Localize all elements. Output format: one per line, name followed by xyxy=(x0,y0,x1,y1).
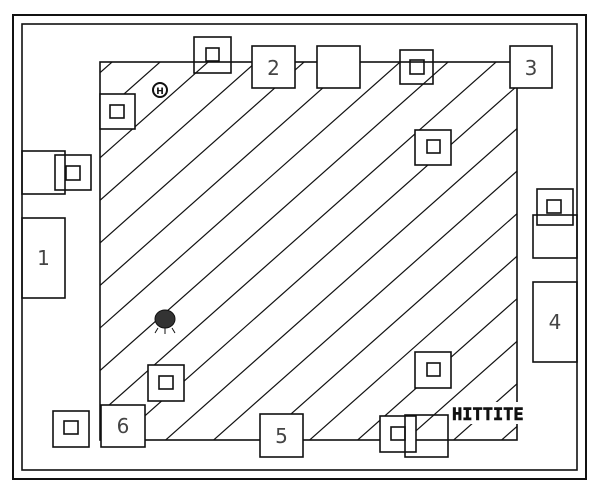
hatch-line xyxy=(100,62,258,202)
hatch-line xyxy=(100,62,498,414)
pad-1: 1 xyxy=(21,217,66,299)
bond-pad xyxy=(54,154,92,191)
hatch-line xyxy=(164,127,517,440)
pad-box xyxy=(316,45,361,89)
bond-pad xyxy=(414,351,452,389)
bond-pad xyxy=(193,36,232,74)
pad-box xyxy=(21,150,66,195)
bond-pad xyxy=(99,93,136,130)
bond-pad xyxy=(399,49,434,85)
pad-5: 5 xyxy=(259,413,304,458)
hatch-line xyxy=(500,425,517,440)
die-area xyxy=(99,61,518,441)
brand-label: HITTITE xyxy=(452,405,524,425)
hatch-line xyxy=(100,62,450,372)
hatch-pattern xyxy=(100,55,600,445)
pad-6: 6 xyxy=(100,404,146,448)
bond-pad xyxy=(52,410,90,448)
hatch-line xyxy=(544,55,600,445)
hatch-line xyxy=(116,85,517,440)
pad-6-label: 6 xyxy=(117,414,130,438)
hatch-line xyxy=(100,62,162,117)
hatch-line xyxy=(100,62,210,159)
pad-4-label: 4 xyxy=(549,310,562,334)
pad-3-label: 3 xyxy=(525,56,538,80)
logo-icon: H xyxy=(152,82,168,98)
hatch-line xyxy=(308,255,517,440)
hatch-line xyxy=(100,62,402,329)
alignment-mark-icon xyxy=(154,309,176,334)
hatch-line xyxy=(404,340,517,440)
bond-pad xyxy=(536,188,574,226)
hatch-line xyxy=(100,62,306,244)
pad-2-label: 2 xyxy=(267,56,280,80)
bond-pad xyxy=(414,129,452,166)
outer-frame xyxy=(12,14,587,480)
hatch-line xyxy=(212,170,517,440)
bond-pad xyxy=(379,415,417,453)
bond-pad xyxy=(147,364,185,402)
pad-box xyxy=(404,414,449,458)
pad-4: 4 xyxy=(532,281,578,363)
pad-5-label: 5 xyxy=(275,424,288,448)
pad-2: 2 xyxy=(251,45,296,89)
pad-box xyxy=(532,214,578,259)
hatch-line xyxy=(260,212,517,440)
logo-letter: H xyxy=(156,87,164,97)
pad-3: 3 xyxy=(509,45,553,89)
pad-1-label: 1 xyxy=(37,246,50,270)
hatch-line xyxy=(100,62,354,287)
